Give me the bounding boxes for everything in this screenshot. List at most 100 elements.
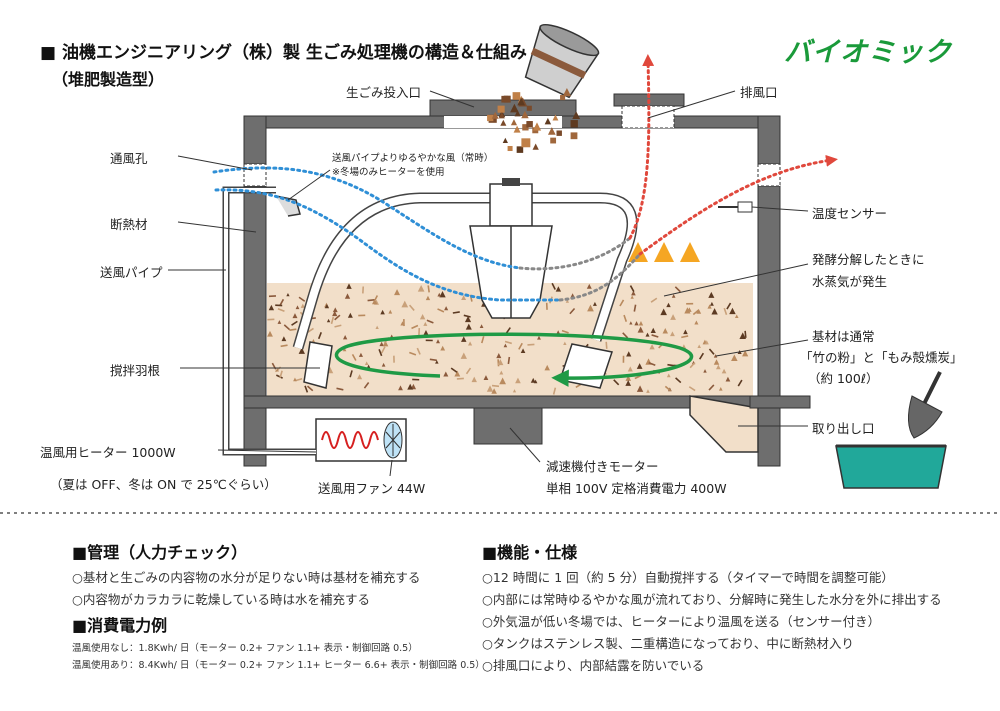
compost-particle <box>504 340 512 345</box>
compost-particle <box>295 377 303 382</box>
label-base-1: 基材は通常 <box>812 329 875 344</box>
compost-particle <box>375 325 379 330</box>
compost-particle <box>417 284 425 292</box>
compost-particle <box>675 377 682 384</box>
compost-particle <box>626 351 632 357</box>
shovel-icon <box>908 371 943 439</box>
compost-particle <box>527 343 535 346</box>
food-scrap <box>547 127 556 135</box>
compost-particle <box>619 299 625 307</box>
label-air-pipe: 送風パイプ <box>100 265 163 280</box>
compost-particle <box>734 314 739 319</box>
temp-sensor-icon <box>737 201 753 213</box>
compost-particle <box>737 379 743 387</box>
compost-particle <box>537 335 541 340</box>
label-base-3: （約 100ℓ） <box>808 371 879 386</box>
compost-particle <box>280 344 288 348</box>
compost-particle <box>650 297 658 303</box>
compost-particle <box>605 341 608 349</box>
spec-item: ○外気温が低い冬場では、ヒーターにより温風を送る（センサー付き） <box>482 614 881 629</box>
food-scrap <box>570 120 578 128</box>
compost-particle <box>649 344 655 350</box>
compost-particle <box>334 324 342 328</box>
compost-particle <box>380 346 386 354</box>
compost-particle <box>622 332 629 339</box>
compost-particle <box>363 382 370 389</box>
compost-particle <box>452 311 460 314</box>
food-scrap <box>552 114 559 121</box>
food-scrap <box>498 112 505 119</box>
compost-particle <box>427 285 430 293</box>
label-motor: 減速機付きモーター <box>546 459 659 474</box>
food-scrap <box>517 97 526 106</box>
compost-particle <box>381 362 386 367</box>
compost-particle <box>729 307 736 315</box>
compost-particle <box>279 298 285 306</box>
food-scrap <box>526 105 532 111</box>
compost-particle <box>388 309 393 314</box>
food-scrap <box>562 87 572 97</box>
compost-particle <box>342 347 347 352</box>
compost-particle <box>613 379 620 386</box>
compost-particle <box>437 292 442 297</box>
label-base-2: 「竹の粉」と「もみ殻燻炭」 <box>800 350 963 365</box>
airflow-blue-lower <box>214 188 562 302</box>
food-scrap <box>516 146 524 153</box>
compost-particle <box>627 366 633 372</box>
compost-particle <box>681 335 689 339</box>
compost-particle <box>334 314 341 321</box>
compost-particle <box>277 320 282 324</box>
compost-particle <box>709 301 714 306</box>
compost-particle <box>344 293 351 299</box>
compost-particle <box>443 371 449 377</box>
label-vent-hole: 通風孔 <box>110 151 148 166</box>
compost-particle <box>464 316 472 323</box>
compost-particle <box>555 286 562 292</box>
compost-particle <box>379 341 384 347</box>
compost-particle <box>423 321 428 326</box>
airflow-red-up <box>628 54 655 240</box>
compost-particle <box>671 294 676 298</box>
compost-particle <box>491 388 497 394</box>
food-scraps <box>487 87 581 153</box>
food-scrap <box>502 137 508 143</box>
compost-particle <box>398 385 403 391</box>
compost-particle <box>351 353 357 361</box>
compost-particle <box>300 303 305 308</box>
compost-particle <box>426 319 434 324</box>
compost-particle <box>382 340 389 347</box>
motor-head <box>489 183 533 227</box>
compost-particle <box>565 299 570 303</box>
compost-particle <box>664 385 672 392</box>
compost-particle <box>697 344 701 349</box>
compost-particle <box>400 321 405 326</box>
spec-item: ○タンクはステンレス製、二重構造になっており、中に断熱材入り <box>482 636 854 651</box>
compost-particle <box>670 314 676 320</box>
compost-particle <box>267 330 273 337</box>
compost-particle <box>505 327 511 334</box>
food-scrap <box>512 92 521 100</box>
compost-particle <box>520 348 526 353</box>
compost-particle <box>450 367 458 373</box>
compost-particle <box>304 385 309 393</box>
compost-particle <box>742 350 749 357</box>
compost-particle <box>739 332 747 339</box>
compost-particle <box>293 377 297 382</box>
stirring-frame <box>292 192 638 350</box>
compost-particle <box>650 327 656 334</box>
compost-particle <box>499 377 506 385</box>
compost-particle <box>696 308 702 314</box>
compost-particle <box>408 304 415 311</box>
heater-coil <box>321 431 379 449</box>
compost-particle <box>330 316 335 325</box>
compost-particle <box>674 286 681 293</box>
compost-particle <box>281 336 287 342</box>
steam-arrows <box>628 242 700 336</box>
compost-particle <box>711 308 718 315</box>
compost-particle <box>630 295 634 299</box>
spec-item: ○排風口により、内部結露を防いでいる <box>482 658 705 673</box>
compost-particle <box>708 291 715 298</box>
compost-particle <box>435 360 439 364</box>
compost-particle <box>268 304 275 311</box>
